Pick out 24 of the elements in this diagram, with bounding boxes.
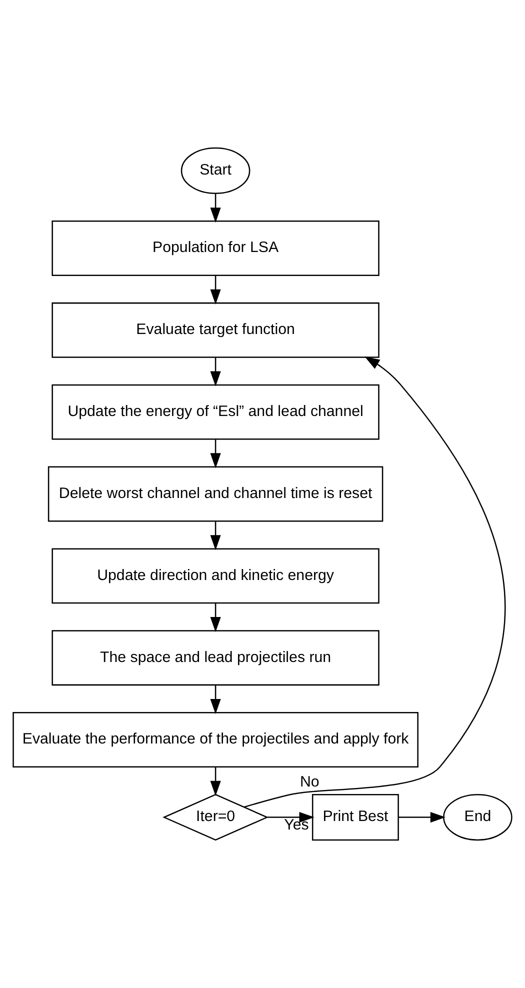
arrow [210,685,221,714]
node-box: Evaluate the performance of the projectiles and apply fork [12,712,418,768]
node-box: The space and lead projectiles run [52,630,380,686]
arrow [244,356,506,808]
arrow [210,194,221,223]
arrow [210,767,221,796]
edge-label: No [300,774,320,791]
node-box: Update direction and kinetic energy [52,548,380,604]
arrow [267,812,314,823]
arrow [210,276,221,304]
arrow [398,812,446,823]
node-box: Delete worst channel and channel time is reset [48,466,384,522]
node-ellipse: Start [180,147,250,194]
arrow [210,521,221,550]
node-box: Population for LSA [52,220,380,276]
node-ellipse: End [443,794,512,841]
node-box: Print Best [312,794,399,841]
node-diamond: Iter=0 [162,794,269,841]
arrow [210,439,221,468]
node-box: Evaluate target function [52,302,380,358]
edge-label: Yes [284,816,309,834]
arrow [210,603,221,632]
arrow [210,357,221,386]
node-box: Update the energy of “Esl” and lead channel [52,384,380,440]
